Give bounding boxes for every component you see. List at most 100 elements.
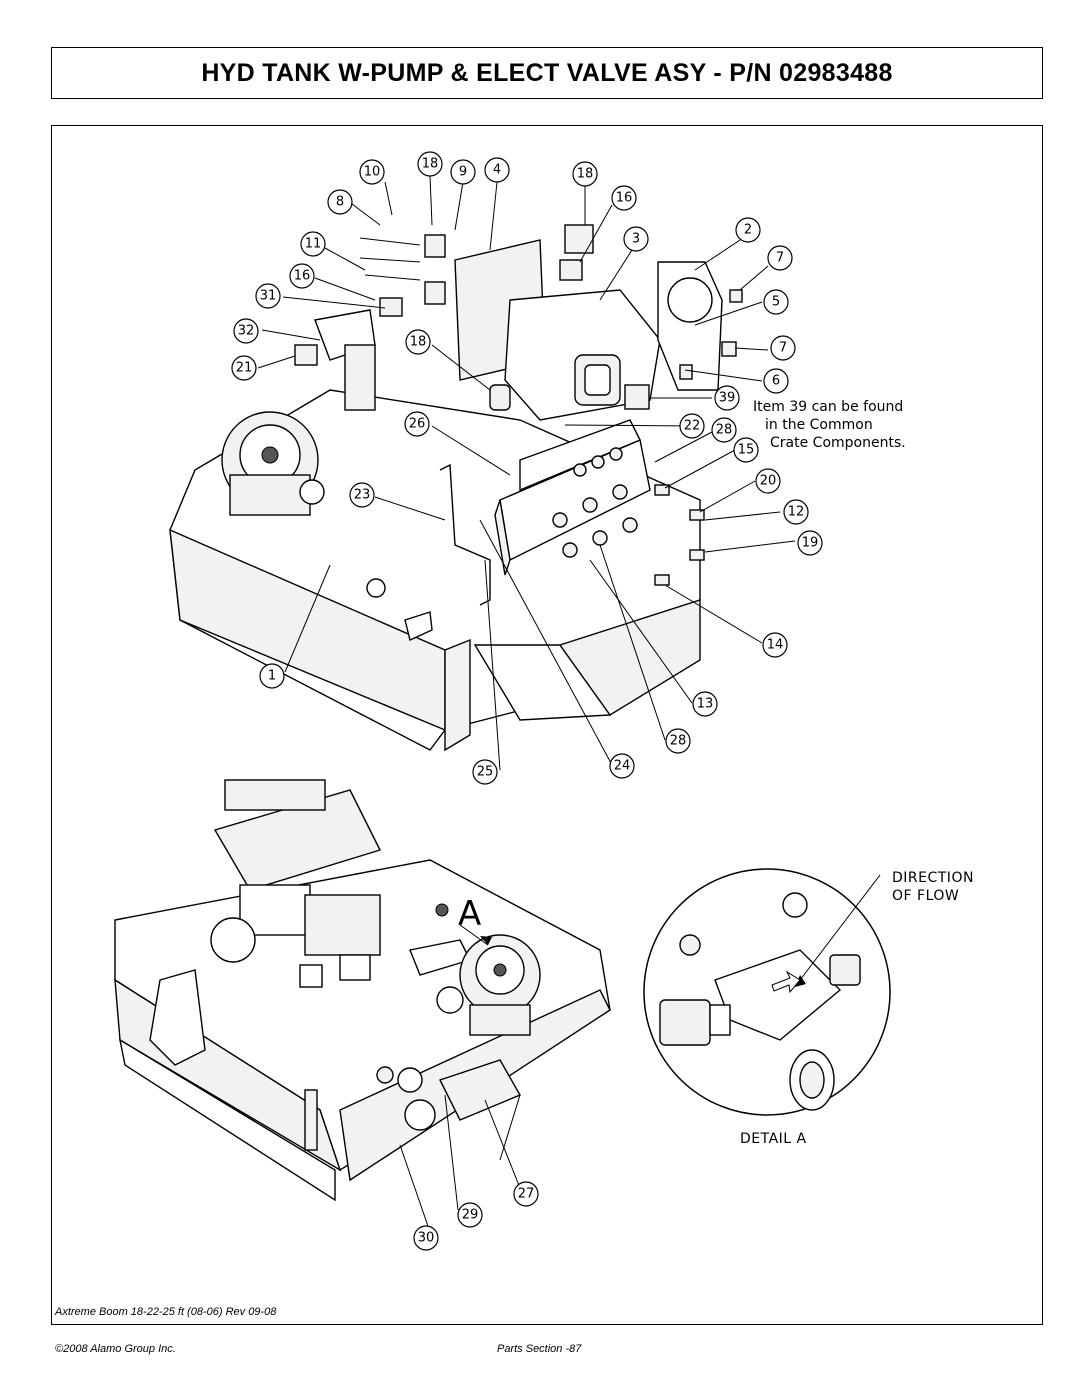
svg-text:18: 18 <box>410 335 427 350</box>
callout-18b: 18 <box>572 161 598 187</box>
callout-13: 13 <box>692 691 718 717</box>
callout-29: 29 <box>457 1202 483 1228</box>
svg-text:14: 14 <box>767 638 784 653</box>
fittings-left <box>294 224 594 366</box>
cover-plate <box>439 1059 522 1161</box>
svg-text:7: 7 <box>776 251 784 266</box>
callout-14: 14 <box>762 632 788 658</box>
pump-assembly <box>454 239 723 421</box>
footer-copyright: ©2008 Alamo Group Inc. <box>55 1343 176 1355</box>
callout-28b: 28 <box>665 728 691 754</box>
callout-group-upper: 10 18 9 4 18 16 8 3 2 11 7 16 31 5 32 18… <box>231 151 823 785</box>
svg-text:Crate Components.: Crate Components. <box>770 435 906 451</box>
page-title: HYD TANK W-PUMP & ELECT VALVE ASY - P/N … <box>201 58 893 87</box>
svg-text:31: 31 <box>260 289 277 304</box>
callout-25: 25 <box>472 759 498 785</box>
svg-text:4: 4 <box>493 163 501 178</box>
callout-24: 24 <box>609 753 635 779</box>
svg-text:26: 26 <box>409 417 426 432</box>
return-filter <box>221 411 325 516</box>
callout-4: 4 <box>484 157 510 183</box>
detail-a-marker: A <box>435 894 492 946</box>
svg-text:21: 21 <box>236 361 253 376</box>
leader-lines <box>257 175 796 771</box>
svg-text:8: 8 <box>336 195 344 210</box>
callout-18a: 18 <box>417 151 443 177</box>
callout-27: 27 <box>513 1181 539 1207</box>
svg-text:11: 11 <box>305 237 322 252</box>
svg-text:Item 39 can be found: Item 39 can be found <box>753 399 903 415</box>
callout-10: 10 <box>359 159 385 185</box>
item-39-note: Item 39 can be found in the Common Crate… <box>753 399 906 451</box>
svg-text:25: 25 <box>477 765 494 780</box>
svg-text:28: 28 <box>716 423 733 438</box>
callout-18c: 18 <box>405 329 431 355</box>
svg-text:19: 19 <box>802 536 819 551</box>
callout-39: 39 <box>714 385 740 411</box>
title-box: HYD TANK W-PUMP & ELECT VALVE ASY - P/N … <box>51 47 1043 99</box>
svg-text:28: 28 <box>670 734 687 749</box>
callout-16b: 16 <box>289 263 315 289</box>
svg-text:A: A <box>458 894 481 934</box>
svg-text:3: 3 <box>632 232 640 247</box>
fittings-right <box>624 289 743 586</box>
callout-8: 8 <box>327 189 353 215</box>
svg-text:in the Common: in the Common <box>765 417 873 433</box>
footer-model: Axtreme Boom 18-22-25 ft (08-06) Rev 09-… <box>55 1306 277 1318</box>
callout-21: 21 <box>231 355 257 381</box>
leader-lines-lower <box>399 1094 521 1233</box>
callout-1: 1 <box>259 663 285 689</box>
filter-assembled <box>436 934 541 1036</box>
drawing-frame <box>51 125 1043 1325</box>
svg-text:9: 9 <box>459 165 467 180</box>
svg-text:24: 24 <box>614 759 631 774</box>
callout-2: 2 <box>735 217 761 243</box>
svg-text:15: 15 <box>738 443 755 458</box>
callout-group-lower: 29 27 30 <box>413 1181 539 1251</box>
svg-text:DIRECTION: DIRECTION <box>892 870 974 886</box>
svg-text:39: 39 <box>719 391 736 406</box>
callout-11: 11 <box>300 231 326 257</box>
svg-text:12: 12 <box>788 505 805 520</box>
svg-text:22: 22 <box>684 419 701 434</box>
svg-text:7: 7 <box>779 341 787 356</box>
callout-32: 32 <box>233 318 259 344</box>
svg-text:10: 10 <box>364 165 381 180</box>
svg-text:30: 30 <box>418 1231 435 1246</box>
callout-7a: 7 <box>767 245 793 271</box>
callout-31: 31 <box>255 283 281 309</box>
callout-15: 15 <box>733 437 759 463</box>
svg-text:16: 16 <box>616 191 633 206</box>
callout-30: 30 <box>413 1225 439 1251</box>
callout-7b: 7 <box>770 335 796 361</box>
detail-a-label: DETAIL A <box>740 1131 807 1147</box>
svg-text:6: 6 <box>772 374 780 389</box>
callout-19: 19 <box>797 530 823 556</box>
detail-a-view <box>643 868 891 1116</box>
svg-text:27: 27 <box>518 1187 535 1202</box>
svg-text:OF FLOW: OF FLOW <box>892 888 959 904</box>
callout-12: 12 <box>783 499 809 525</box>
callout-20: 20 <box>755 468 781 494</box>
callout-23: 23 <box>349 482 375 508</box>
callout-26: 26 <box>404 411 430 437</box>
callout-28a: 28 <box>711 417 737 443</box>
callout-9: 9 <box>450 159 476 185</box>
svg-text:16: 16 <box>294 269 311 284</box>
svg-text:13: 13 <box>697 697 714 712</box>
svg-text:29: 29 <box>462 1208 479 1223</box>
svg-text:1: 1 <box>268 669 276 684</box>
pump-assembled <box>210 779 471 988</box>
svg-text:20: 20 <box>760 474 777 489</box>
svg-text:5: 5 <box>772 295 780 310</box>
callout-6: 6 <box>763 368 789 394</box>
svg-text:18: 18 <box>577 167 594 182</box>
valve-bracket <box>314 309 491 606</box>
direction-of-flow-label: DIRECTION OF FLOW <box>892 870 974 904</box>
callout-22: 22 <box>679 413 705 439</box>
svg-text:2: 2 <box>744 223 752 238</box>
footer-page-number: Parts Section -87 <box>497 1343 582 1355</box>
electric-valve <box>494 419 651 576</box>
svg-text:23: 23 <box>354 488 371 503</box>
callout-3: 3 <box>623 226 649 252</box>
